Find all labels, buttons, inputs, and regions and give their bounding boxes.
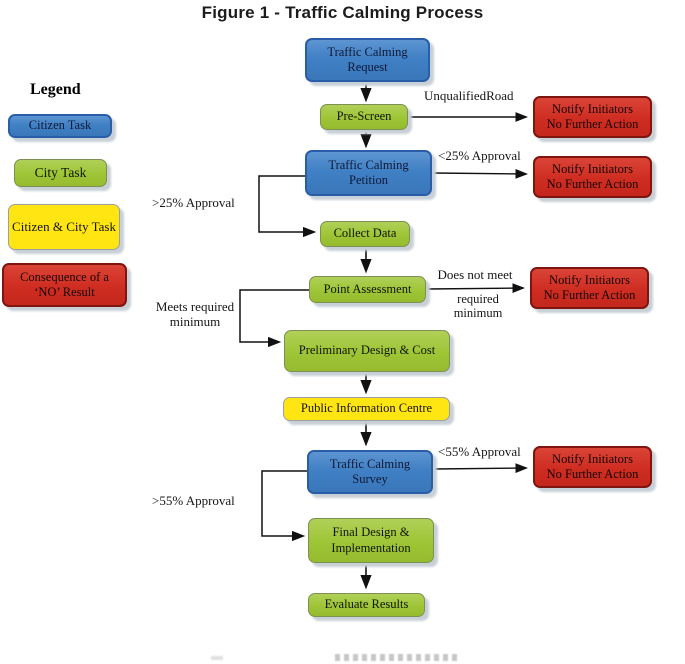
node-label-line1: Notify Initiators — [552, 161, 633, 176]
node-preliminary-design-cost: Preliminary Design & Cost — [284, 330, 450, 372]
edge-label-lt55-approval: <55% Approval — [438, 444, 521, 459]
node-label-line1: Notify Initiators — [552, 451, 633, 466]
node-label: Final Design & Implementation — [331, 525, 411, 555]
node-label-line2: No Further Action — [543, 288, 636, 302]
legend-item-label: Citizen Task — [28, 118, 92, 133]
node-label-line1: Notify Initiators — [552, 101, 633, 116]
node-label: Public Information Centre — [300, 401, 433, 416]
node-label: Pre-Screen — [336, 109, 392, 124]
node-label: Preliminary Design & Cost — [298, 343, 436, 358]
node-notify-initiators-1: Notify Initiators No Further Action — [533, 96, 652, 138]
edge-label-unqualified-road: UnqualifiedRoad — [424, 88, 514, 103]
node-notify-initiators-4: Notify Initiators No Further Action — [533, 446, 652, 488]
legend-item-citizen-task: Citizen Task — [8, 114, 112, 138]
legend-item-no-result: Consequence of a ‘NO’ Result — [2, 263, 127, 307]
edge-label-required-minimum: required minimum — [453, 292, 503, 321]
legend-item-label: City Task — [34, 164, 87, 180]
node-point-assessment: Point Assessment — [309, 276, 426, 303]
node-label-line2: No Further Action — [546, 117, 639, 131]
node-pre-screen: Pre-Screen — [320, 104, 408, 130]
node-public-information-centre: Public Information Centre — [283, 397, 450, 421]
node-traffic-calming-request: Traffic Calming Request — [305, 38, 430, 82]
node-label-line1: Notify Initiators — [549, 272, 630, 287]
node-collect-data: Collect Data — [320, 221, 410, 247]
node-evaluate-results: Evaluate Results — [308, 593, 425, 617]
node-notify-initiators-2: Notify Initiators No Further Action — [533, 156, 652, 198]
cutoff-mark-artifact — [211, 656, 223, 660]
node-label: Traffic Calming Petition — [328, 157, 409, 187]
legend-item-label: Consequence of a ‘NO’ Result — [20, 269, 109, 299]
edge-label-gt25-approval: >25% Approval — [152, 195, 235, 210]
node-label-line2: No Further Action — [546, 177, 639, 191]
legend-item-city-task: City Task — [14, 159, 107, 187]
legend-item-label: Citizen & City Task — [12, 219, 116, 235]
figure-title: Figure 1 - Traffic Calming Process — [201, 3, 484, 22]
node-notify-initiators-3: Notify Initiators No Further Action — [530, 267, 649, 309]
node-final-design-implementation: Final Design & Implementation — [308, 518, 434, 563]
edge-label-gt55-approval: >55% Approval — [152, 493, 235, 508]
legend-heading: Legend — [30, 81, 81, 98]
edge-label-lt25-approval: <25% Approval — [438, 148, 521, 163]
node-label: Collect Data — [333, 226, 397, 241]
node-label: Traffic Calming Survey — [329, 456, 411, 486]
node-label: Point Assessment — [323, 281, 412, 296]
node-traffic-calming-survey: Traffic Calming Survey — [307, 450, 433, 494]
node-label-line2: No Further Action — [546, 467, 639, 481]
node-traffic-calming-petition: Traffic Calming Petition — [305, 150, 432, 196]
node-label: Traffic Calming Request — [327, 44, 408, 74]
node-label: Evaluate Results — [324, 597, 409, 612]
edge-label-meets-required-minimum: Meets required minimum — [155, 299, 235, 329]
legend-item-citizen-city-task: Citizen & City Task — [8, 204, 120, 250]
cutoff-text-artifact — [335, 654, 460, 661]
edge-label-does-not-meet: Does not meet — [437, 267, 513, 282]
